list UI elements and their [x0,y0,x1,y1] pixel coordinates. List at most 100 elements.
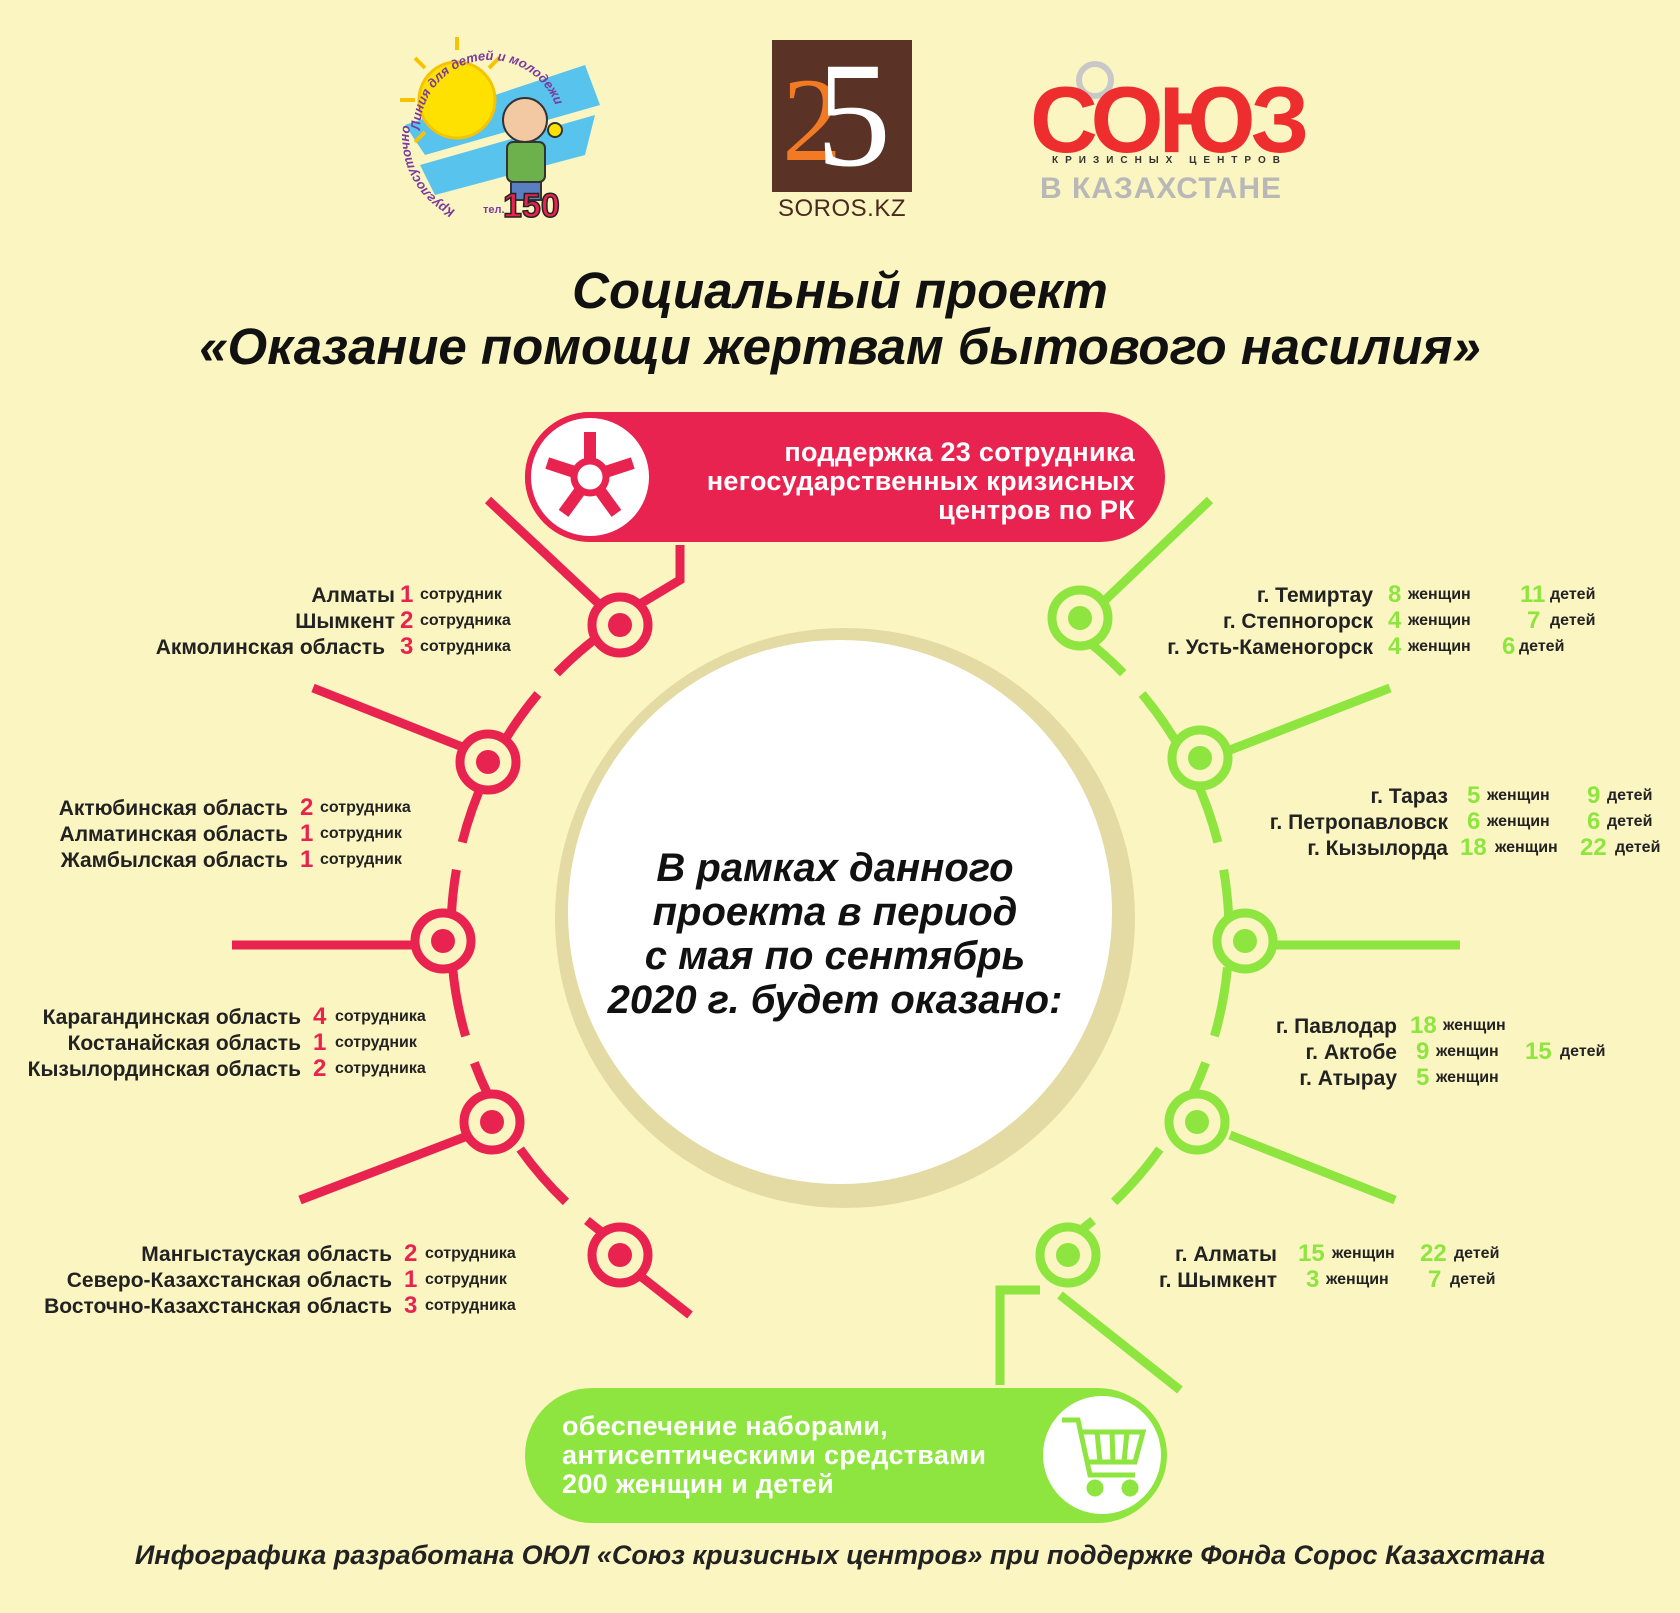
bottom-pill-line-1: обеспечение наборами, [562,1411,888,1441]
left-row: Карагандинская область 4 сотрудника [0,1003,450,1032]
row-unit: сотрудник [335,1034,417,1051]
women-number: 18 [1410,1012,1437,1039]
row-label: г. Петропавловск [1269,811,1448,834]
row-number: 1 [300,846,314,873]
center-line-3: с мая по сентябрь [644,934,1026,978]
women-unit: женщин [1495,839,1558,856]
left-row: Северо-Казахстанская область 1 сотрудник [0,1266,540,1295]
hotline-150-logo: Линия для детей и молодежи Круглосуточно… [397,37,600,225]
row-label: г. Усть-Каменогорск [1167,636,1373,659]
women-unit: женщин [1408,586,1471,603]
boy-pants-icon [510,181,542,201]
row-unit: сотрудника [425,1245,516,1262]
row-label: Шымкент [295,610,395,633]
green-node-3 [1212,908,1278,974]
women-unit: женщин [1326,1271,1389,1288]
women-number: 5 [1467,782,1481,809]
children-unit: детей [1519,638,1565,655]
left-row: Акмолинская область 3 сотрудника [0,633,530,662]
women-number: 6 [1467,808,1481,835]
row-label: Актюбинская область [58,797,288,820]
right-row: г. Тараз 5 женщин 9 детей [1000,782,1680,811]
women-number: 3 [1306,1266,1320,1293]
red-node-5 [587,1222,653,1288]
shopping-cart-icon [1062,1417,1147,1497]
top-pill-line-2: негосударственных кризисных [706,466,1135,496]
row-label: г. Актобе [1305,1041,1397,1064]
bottom-pill-text: обеспечение наборами, антисептическими с… [562,1412,1022,1499]
top-pill-text: поддержка 23 сотрудника негосударственны… [660,438,1135,525]
women-unit: женщин [1436,1069,1499,1086]
sun-rays [400,37,501,144]
row-number: 1 [400,581,414,608]
union-logo-subtitle: КРИЗИСНЫХ ЦЕНТРОВ [1052,155,1287,166]
women-number: 8 [1388,581,1402,608]
row-label: г. Степногорск [1223,610,1373,633]
footer-credit: Инфографика разработана ОЮЛ «Союз кризис… [134,1540,1546,1570]
children-unit: детей [1560,1043,1606,1060]
children-number: 9 [1587,782,1601,809]
top-pill [525,412,1165,542]
soros-number-5: 5 [816,40,891,192]
row-number: 1 [404,1266,418,1293]
row-label: Жамбылская область [60,849,288,872]
center-text: В рамках данного проекта в период с мая … [585,846,1085,1022]
title-line-1: Социальный проект [572,262,1108,319]
row-label: Северо-Казахстанская область [66,1269,392,1292]
right-row: г. Шымкент 3 женщин 7 детей [1000,1266,1540,1295]
right-row: г. Степногорск 4 женщин 7 детей [1000,607,1600,636]
green-node-4 [1164,1089,1230,1155]
left-row: Алматинская область 1 сотрудник [0,820,440,849]
left-row: Жамбылская область 1 сотрудник [0,846,440,875]
children-number: 6 [1502,633,1516,660]
children-unit: детей [1454,1245,1500,1262]
row-number: 3 [400,633,414,660]
women-unit: женщин [1436,1043,1499,1060]
children-unit: детей [1615,839,1661,856]
phone-icon [547,122,563,138]
row-number: 2 [313,1055,327,1082]
green-node-1 [1047,585,1113,651]
women-number: 5 [1416,1064,1430,1091]
row-number: 4 [313,1003,327,1030]
row-unit: сотрудник [320,851,402,868]
red-nodes [410,592,653,1288]
row-label: г. Темиртау [1256,584,1373,607]
title-line-2: «Оказание помощи жертвам бытового насили… [199,318,1481,375]
union-logo-title: СОЮЗ [1030,67,1309,172]
row-unit: сотрудника [420,638,511,655]
left-row: Кызылординская область 2 сотрудника [0,1055,450,1084]
red-node-2 [455,729,521,795]
row-unit: сотрудника [320,799,411,816]
children-number: 7 [1527,607,1541,634]
top-pill-line-3: центров по РК [938,495,1135,525]
hotline-number: 150 [503,187,560,225]
women-number: 4 [1388,633,1402,660]
children-number: 6 [1587,808,1601,835]
left-row: Алматы 1 сотрудник [0,581,530,610]
women-number: 9 [1416,1038,1430,1065]
red-node-3 [410,908,476,974]
left-row: Костанайская область 1 сотрудник [0,1029,450,1058]
row-number: 2 [400,607,414,634]
row-unit: сотрудника [335,1008,426,1025]
green-node-2 [1167,725,1233,791]
row-label: Мангыстауская область [141,1243,392,1266]
soros-number-2: 2 [782,53,842,186]
row-number: 1 [313,1029,327,1056]
right-row: г. Актобе 9 женщин 15 детей [1000,1038,1620,1067]
row-label: Восточно-Казахстанская область [44,1295,392,1318]
union-rings-icon [1076,61,1114,99]
children-unit: детей [1550,586,1596,603]
row-unit: сотрудника [420,612,511,629]
left-row: Восточно-Казахстанская область 3 сотрудн… [0,1292,540,1321]
red-spokes [232,496,693,1319]
green-spokes [995,496,1460,1394]
row-number: 3 [404,1292,418,1319]
center-line-2: проекта в период [652,890,1018,934]
women-unit: женщин [1408,638,1471,655]
left-row: Актюбинская область 2 сотрудника [0,794,440,823]
row-unit: сотрудника [425,1297,516,1314]
women-unit: женщин [1487,813,1550,830]
